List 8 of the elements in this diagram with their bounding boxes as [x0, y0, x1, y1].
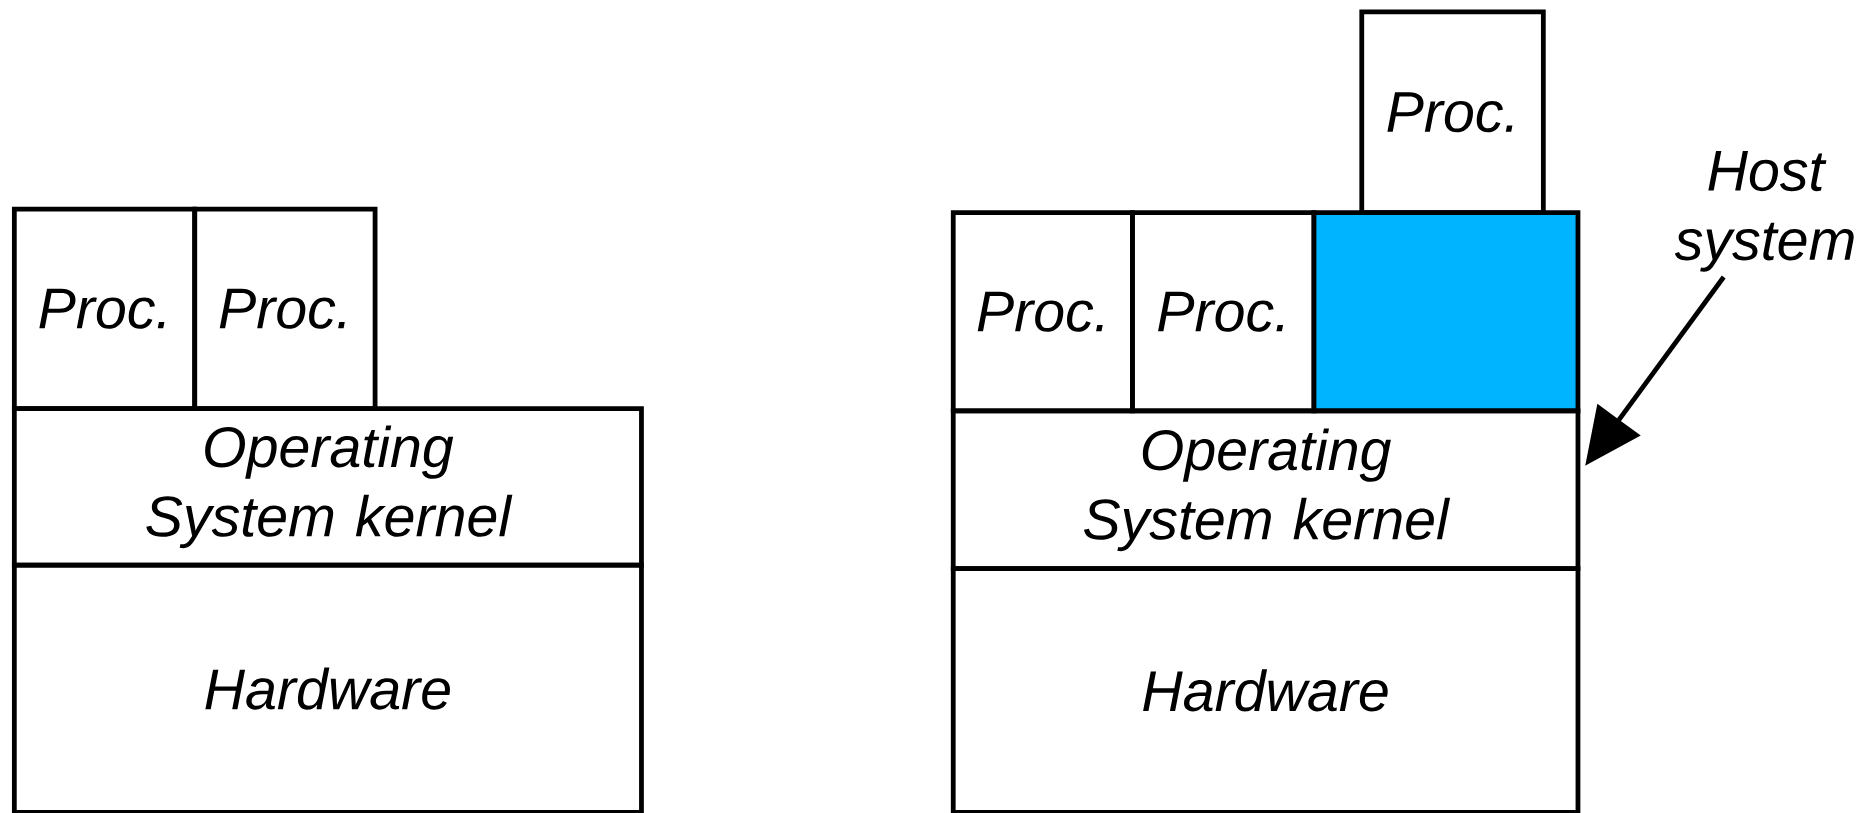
layer-box: Proc. — [950, 210, 1135, 414]
layer-box: Hardware — [950, 566, 1581, 813]
layer-box: Operating System kernel — [11, 405, 644, 568]
layer-box: Operating System kernel — [950, 408, 1581, 571]
layer-box: Proc. — [11, 206, 198, 411]
layer-box: Proc. — [192, 206, 378, 411]
callout-text: Host system — [1674, 150, 1854, 272]
layer-box: Hardware — [11, 562, 644, 813]
